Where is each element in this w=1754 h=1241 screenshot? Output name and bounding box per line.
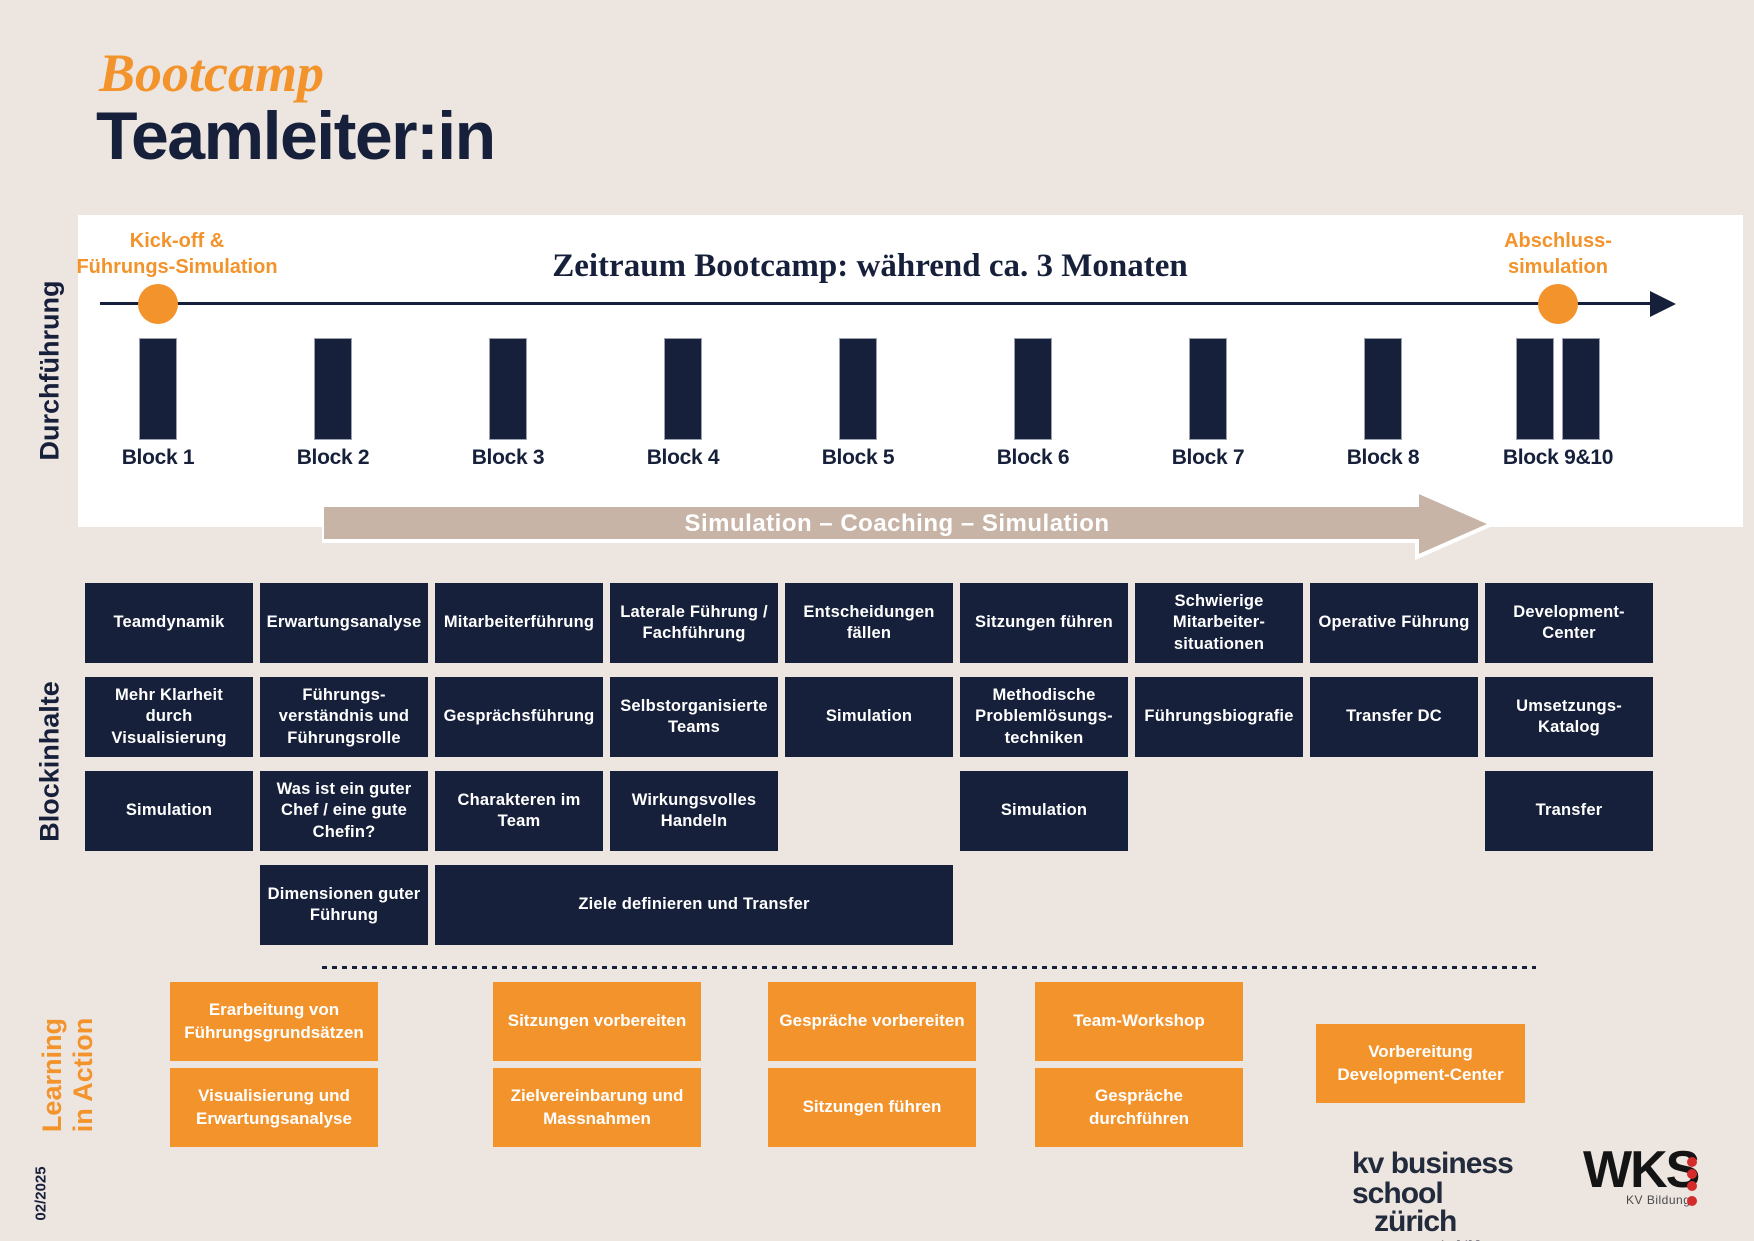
block-contents-grid: Teamdynamik Erwartungsanalyse Mitarbeite… [85, 583, 1653, 945]
simulation-arrow-label: Simulation – Coaching – Simulation [684, 510, 1110, 537]
learning-box: Gespräche durchführen [1035, 1068, 1243, 1147]
timeline-block-2: Block 2 [245, 338, 421, 470]
block-content-cell: Simulation [960, 771, 1128, 851]
block-content-cell: Selbstorganisierte Teams [610, 677, 778, 757]
block-content-cell: Entscheidungen fällen [785, 583, 953, 663]
timeline-block-7: Block 7 [1120, 338, 1296, 470]
block-content-cell: Was ist ein guter Chef / eine gute Chefi… [260, 771, 428, 851]
timeline-arrowhead-icon [1650, 291, 1676, 317]
block-bar [770, 338, 946, 440]
learning-box: Zielvereinbarung und Massnahmen [493, 1068, 701, 1147]
block-content-cell: Gesprächsführung [435, 677, 603, 757]
block-content-cell: Umsetzungs-Katalog [1485, 677, 1653, 757]
block-content-cell: Sitzungen führen [960, 583, 1128, 663]
timeline-panel [78, 215, 1743, 527]
block-label: Block 4 [646, 446, 720, 469]
block-content-cell: Operative Führung [1310, 583, 1478, 663]
block-content-cell: Teamdynamik [85, 583, 253, 663]
block-label: Block 1 [121, 446, 195, 469]
block-bar-pair [1470, 338, 1646, 440]
block-label: Block 3 [471, 446, 545, 469]
learning-box: Visualisierung und Erwartungsanalyse [170, 1068, 378, 1147]
block-content-cell: Laterale Führung / Fachführung [610, 583, 778, 663]
learning-box: Gespräche vorbereiten [768, 982, 976, 1061]
dashed-divider [322, 966, 1536, 969]
block-bar [945, 338, 1121, 440]
block-content-cell: Führungsbiografie [1135, 677, 1303, 757]
timeline-block-5: Block 5 [770, 338, 946, 470]
wks-red-dot-icon [1687, 1169, 1697, 1179]
block-label: Block 9&10 [1502, 446, 1614, 469]
timeline-start-line2: Führungs-Simulation [76, 256, 278, 278]
timeline-block-8: Block 8 [1295, 338, 1471, 470]
simulation-coaching-arrow [322, 489, 1497, 561]
learning-box: Team-Workshop [1035, 982, 1243, 1061]
block-content-cell: Dimensionen guter Führung [260, 865, 428, 945]
block-label: Block 8 [1346, 446, 1420, 469]
block-label: Block 7 [1171, 446, 1245, 469]
block-bar [245, 338, 421, 440]
block-bar [420, 338, 596, 440]
learning-box: Sitzungen führen [768, 1068, 976, 1147]
block-content-cell: Mitarbeiterführung [435, 583, 603, 663]
wks-red-dot-icon [1687, 1196, 1697, 1206]
timeline-start-dot-icon [138, 284, 178, 324]
learning-box-offset: Vorbereitung Development-Center [1316, 1024, 1525, 1103]
wks-logo: WKS [1583, 1141, 1713, 1199]
timeline-end-dot-icon [1538, 284, 1578, 324]
timeline-end-line2: simulation [1507, 256, 1608, 278]
block-content-cell: Simulation [85, 771, 253, 851]
block-bar [70, 338, 246, 440]
block-bar [1120, 338, 1296, 440]
block-content-cell: Führungs-verständnis und Führungsrolle [260, 677, 428, 757]
timeline-period-label: Zeitraum Bootcamp: während ca. 3 Monaten [552, 248, 1188, 284]
block-label: Block 6 [996, 446, 1070, 469]
timeline-block-3: Block 3 [420, 338, 596, 470]
block-content-cell: Methodische Problemlösungs-techniken [960, 677, 1128, 757]
wks-red-dot-icon [1687, 1181, 1697, 1191]
block-label: Block 5 [821, 446, 895, 469]
timeline-block-1: Block 1 [70, 338, 246, 470]
timeline-block-6: Block 6 [945, 338, 1121, 470]
kv-logo-tagline: mein bildungspartner. [1352, 1239, 1558, 1241]
learning-box: Sitzungen vorbereiten [493, 982, 701, 1061]
kv-logo-line2: zürich [1374, 1205, 1457, 1238]
block-content-cell: Schwierige Mitarbeiter-situationen [1135, 583, 1303, 663]
block-content-cell-wide: Ziele definieren und Transfer [435, 865, 953, 945]
section-label-durchfuehrung: Durchführung [34, 280, 65, 461]
block-bar [1295, 338, 1471, 440]
timeline-end-label: Abschluss- simulation [1453, 228, 1663, 280]
block-bar [595, 338, 771, 440]
learning-label-line2: in Action [68, 1017, 98, 1133]
wks-logo-name: WKS [1583, 1141, 1700, 1199]
block-content-cell: Transfer [1485, 771, 1653, 851]
title-eyebrow: Bootcamp [99, 43, 324, 103]
block-content-cell: Transfer DC [1310, 677, 1478, 757]
timeline-block-4: Block 4 [595, 338, 771, 470]
kv-logo-line1: kv business school [1352, 1147, 1514, 1210]
section-label-blockinhalte: Blockinhalte [34, 681, 65, 842]
version-label: 02/2025 [32, 1166, 50, 1221]
timeline-start-label: Kick-off & Führungs-Simulation [72, 228, 282, 280]
block-content-cell: Simulation [785, 677, 953, 757]
timeline-start-line1: Kick-off & [129, 230, 225, 252]
learning-box: Erarbeitung von Führungsgrundsätzen [170, 982, 378, 1061]
block-content-cell: Mehr Klarheit durch Visualisierung [85, 677, 253, 757]
block-content-cell: Erwartungsanalyse [260, 583, 428, 663]
timeline-end-line1: Abschluss- [1504, 230, 1612, 252]
block-content-cell: Charakteren im Team [435, 771, 603, 851]
timeline-block-9-10: Block 9&10 [1470, 338, 1646, 470]
block-content-cell: Development-Center [1485, 583, 1653, 663]
kv-business-school-logo: kv business school zürich mein bildungsp… [1352, 1149, 1558, 1241]
timeline-axis [100, 302, 1652, 305]
block-label: Block 2 [296, 446, 370, 469]
wks-red-dot-icon [1687, 1157, 1697, 1167]
block-content-cell: Wirkungsvolles Handeln [610, 771, 778, 851]
page-title: Teamleiter:in [96, 98, 496, 174]
wks-logo-subtitle: KV Bildung [1626, 1193, 1691, 1207]
